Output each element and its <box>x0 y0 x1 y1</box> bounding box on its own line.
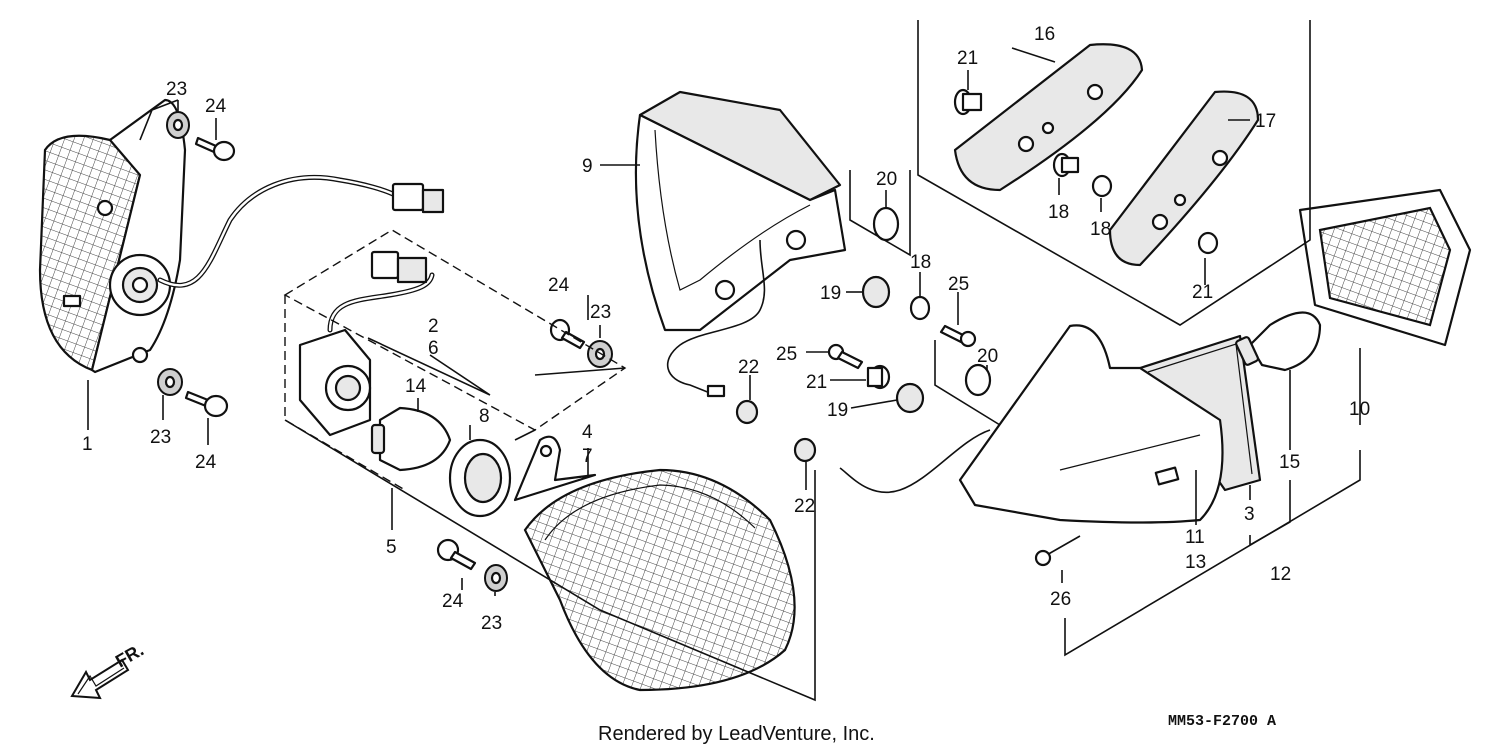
tail-lamp-housing <box>634 90 847 398</box>
washer-18-c <box>909 295 931 321</box>
collar-21-b <box>1197 231 1219 255</box>
callout-23c: 23 <box>590 302 611 323</box>
callout-3: 3 <box>1244 504 1255 525</box>
bulb-socket-assembly <box>298 250 435 437</box>
callout-20a: 20 <box>876 169 897 190</box>
callout-19b: 19 <box>827 400 848 421</box>
side-reflector-16 <box>953 43 1144 192</box>
callout-6: 6 <box>428 338 439 359</box>
diagram-code: MM53-F2700 A <box>1168 713 1276 730</box>
callout-2: 2 <box>428 316 439 337</box>
callout-19a: 19 <box>820 283 841 304</box>
callout-14: 14 <box>405 376 427 397</box>
callout-10: 10 <box>1349 399 1370 420</box>
callout-26: 26 <box>1050 589 1071 610</box>
callout-21b: 21 <box>1192 282 1213 303</box>
callout-24c: 24 <box>548 275 570 296</box>
callout-5: 5 <box>386 537 397 558</box>
callout-18c: 18 <box>910 252 931 273</box>
washer-23-d <box>484 564 508 592</box>
callout-24a: 24 <box>205 96 227 117</box>
callout-4: 4 <box>582 422 593 443</box>
license-light-case <box>839 324 1262 524</box>
screw-24-a <box>194 136 236 162</box>
callout-8: 8 <box>479 406 490 427</box>
footer-credit: Rendered by LeadVenture, Inc. <box>598 723 875 745</box>
collar-18-a <box>1052 152 1080 178</box>
wire-harness-left <box>157 174 445 288</box>
callout-9: 9 <box>582 156 593 177</box>
screw-24-d <box>436 538 477 571</box>
callout-17: 17 <box>1255 111 1276 132</box>
side-reflector-17 <box>1108 90 1260 267</box>
rear-turn-lens <box>1298 188 1472 347</box>
callout-22b: 22 <box>794 496 815 517</box>
front-direction-arrow: FR. <box>70 640 147 700</box>
callout-15: 15 <box>1279 452 1300 473</box>
collar-18-b <box>1091 174 1113 198</box>
callout-11: 11 <box>1185 527 1205 548</box>
bolt-25-a <box>939 324 977 348</box>
screw-24-b <box>184 390 229 418</box>
callout-1: 1 <box>82 434 93 455</box>
bulb-front <box>370 406 452 472</box>
collar-21-c <box>866 364 891 390</box>
callout-23b: 23 <box>150 427 171 448</box>
turn-signal-front-right <box>513 435 796 692</box>
callout-23d: 23 <box>481 613 502 634</box>
callout-21a: 21 <box>957 48 978 69</box>
washer-23-b <box>157 368 183 396</box>
group-outlines <box>283 20 1361 702</box>
callout-21c: 21 <box>806 372 827 393</box>
collar-21-a <box>953 88 983 116</box>
rubber-seal <box>448 438 512 518</box>
callout-13: 13 <box>1185 552 1206 573</box>
leader-lines <box>87 47 1361 596</box>
tapping-screw <box>1034 535 1081 567</box>
screw-24-c <box>549 318 586 350</box>
callout-24b: 24 <box>195 452 217 473</box>
washer-23-a <box>166 111 190 139</box>
callout-12: 12 <box>1270 564 1291 585</box>
grommet-19-a <box>861 275 891 309</box>
grommet-22-b <box>793 437 817 463</box>
grommet-22-a <box>735 399 759 425</box>
callout-20b: 20 <box>977 346 998 367</box>
callout-18b: 18 <box>1090 219 1111 240</box>
callout-18a: 18 <box>1048 202 1069 223</box>
callout-labels: 1 2 3 4 5 6 7 8 9 10 11 12 13 14 15 16 1… <box>82 24 1370 634</box>
bolt-25-b <box>827 343 864 370</box>
turn-signal-front-left <box>38 98 187 374</box>
bulb-rear <box>1235 311 1322 372</box>
callout-23a: 23 <box>166 79 187 100</box>
callout-25a: 25 <box>948 274 969 295</box>
callout-16: 16 <box>1034 24 1055 45</box>
grommet-19-b <box>895 382 925 414</box>
spacer-20-a <box>872 206 900 242</box>
callout-7: 7 <box>582 446 593 467</box>
callout-24d: 24 <box>442 591 464 612</box>
spacer-20-b <box>964 363 992 397</box>
callout-25b: 25 <box>776 344 797 365</box>
callout-22a: 22 <box>738 357 759 378</box>
